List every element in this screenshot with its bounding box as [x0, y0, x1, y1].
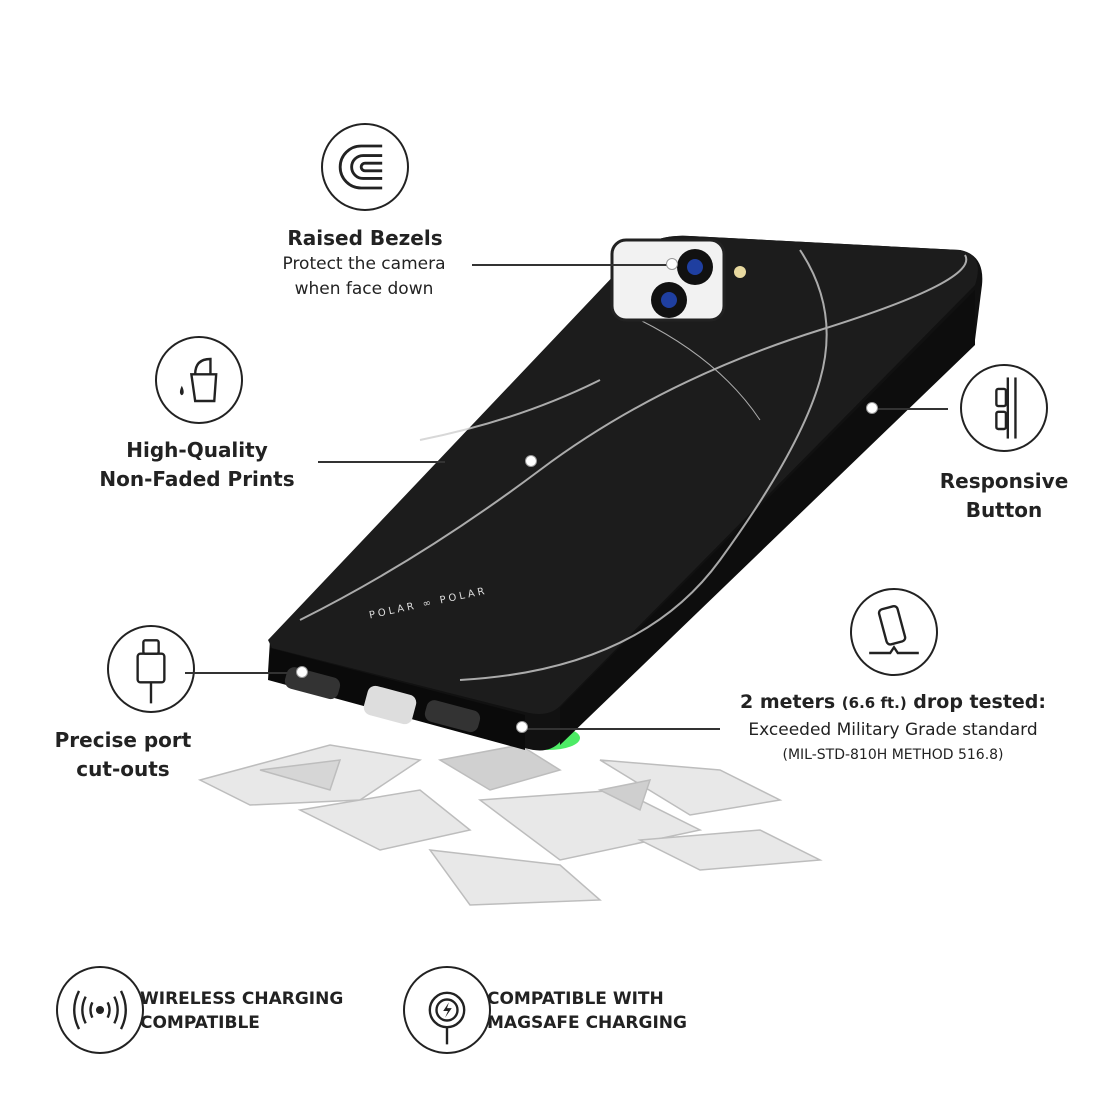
callout-line-button: [876, 408, 948, 410]
cracked-ground: [197, 744, 823, 906]
bezel-icon: [321, 123, 409, 211]
drop-title: 2 meters (6.6 ft.) drop tested:: [740, 688, 1046, 718]
button-line2: Button: [965, 498, 1043, 522]
callout-dot-port: [296, 666, 308, 678]
button-line1: Responsive: [939, 469, 1069, 493]
magsafe-line1: COMPATIBLE WITH: [487, 989, 664, 1009]
raised-bezels-line1: Protect the camera: [282, 254, 446, 274]
lightning-cable-icon: [107, 625, 195, 713]
callout-line-port: [185, 672, 298, 674]
wireless-line2: COMPATIBLE: [140, 1013, 260, 1033]
drop-line2: Exceeded Military Grade standard: [748, 720, 1038, 740]
drop-title-ft: (6.6 ft.): [841, 694, 907, 712]
wireless-charging-icon: [56, 966, 144, 1054]
side-button-icon: [960, 364, 1048, 452]
prints-line1: High-Quality: [126, 438, 268, 462]
print-bucket-icon: [155, 336, 243, 424]
callout-dot-drop: [516, 721, 528, 733]
callout-line-prints: [318, 461, 445, 463]
callout-line-drop: [525, 728, 720, 730]
phone-drop-icon: [850, 588, 938, 676]
magsafe-icon: [403, 966, 491, 1054]
raised-bezels-line2: when face down: [294, 279, 434, 299]
prints-line2: Non-Faded Prints: [99, 467, 295, 491]
callout-dot-button: [866, 402, 878, 414]
callout-line-bezels: [472, 264, 668, 266]
raised-bezels-title: Raised Bezels: [287, 226, 443, 250]
port-line2: cut-outs: [76, 757, 170, 781]
callout-dot-bezels: [666, 258, 678, 270]
callout-dot-prints: [525, 455, 537, 467]
drop-title-part1: 2 meters: [739, 691, 842, 713]
magsafe-line2: MAGSAFE CHARGING: [487, 1013, 687, 1033]
port-line1: Precise port: [54, 728, 192, 752]
wireless-line1: WIRELESS CHARGING: [140, 989, 344, 1009]
drop-line3: (MIL-STD-810H METHOD 516.8): [782, 747, 1004, 763]
drop-title-part2: drop tested:: [906, 691, 1047, 713]
